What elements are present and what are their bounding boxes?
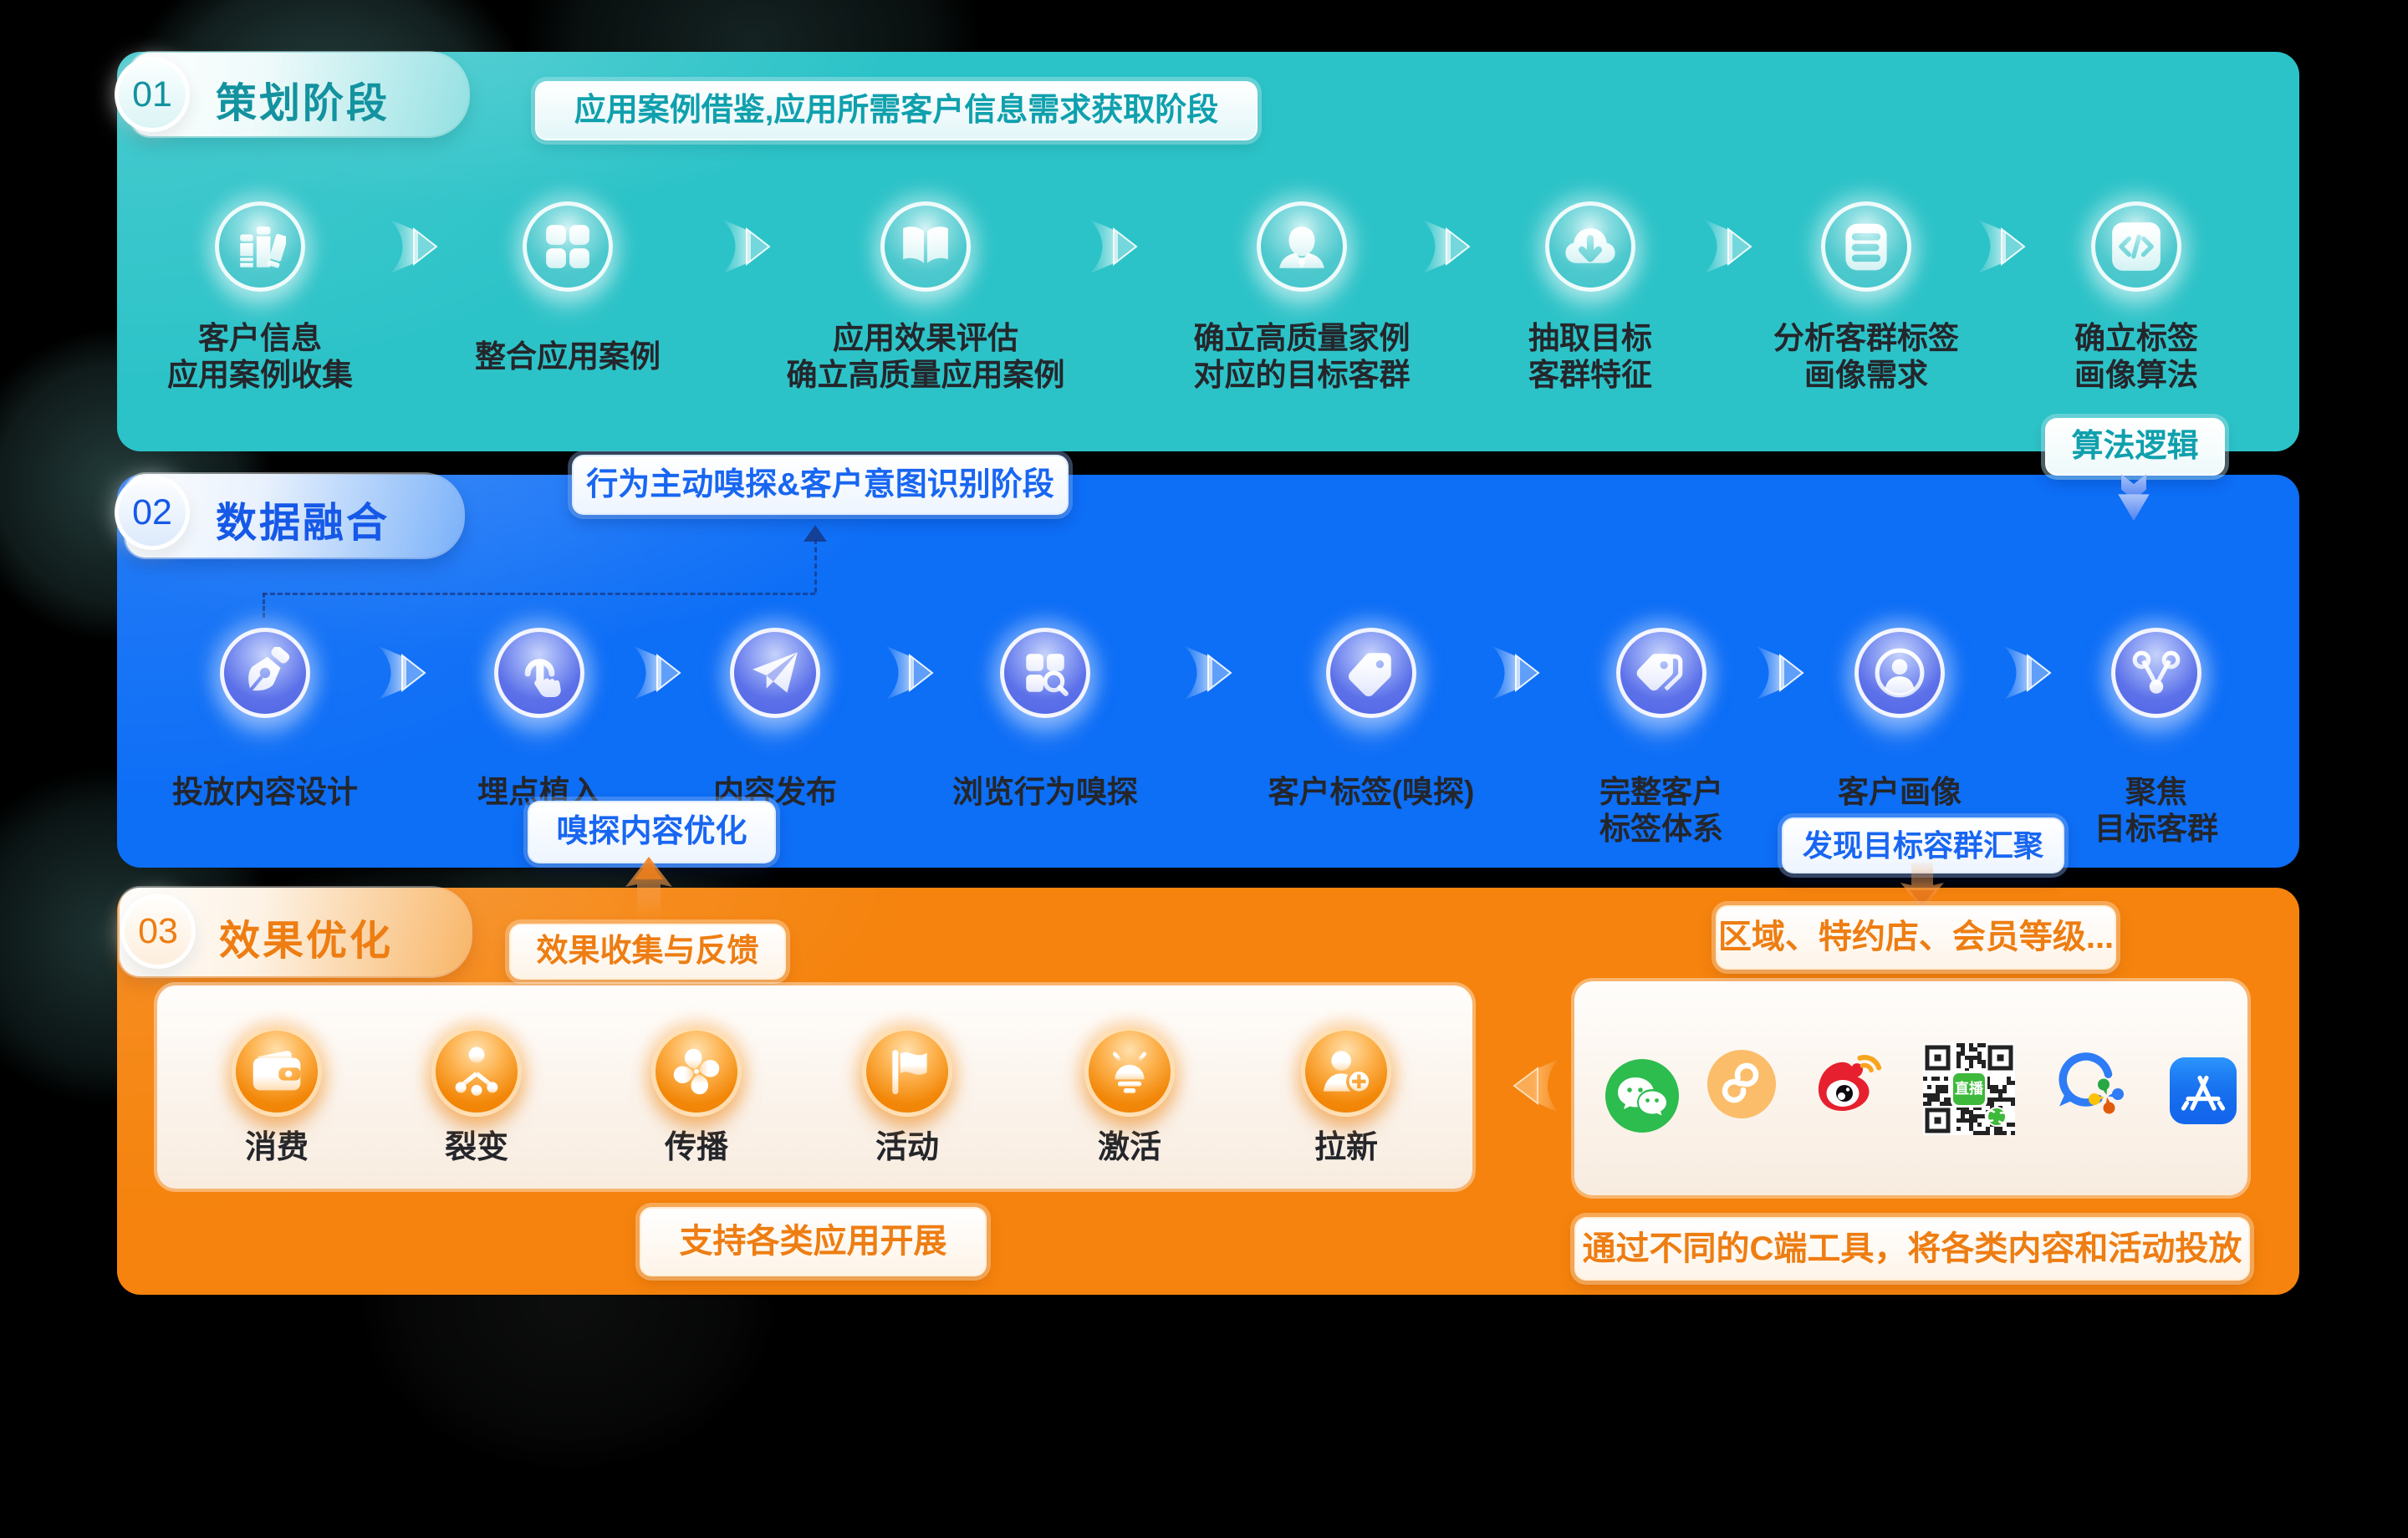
svg-text:直播: 直播 [1955,1080,1984,1097]
